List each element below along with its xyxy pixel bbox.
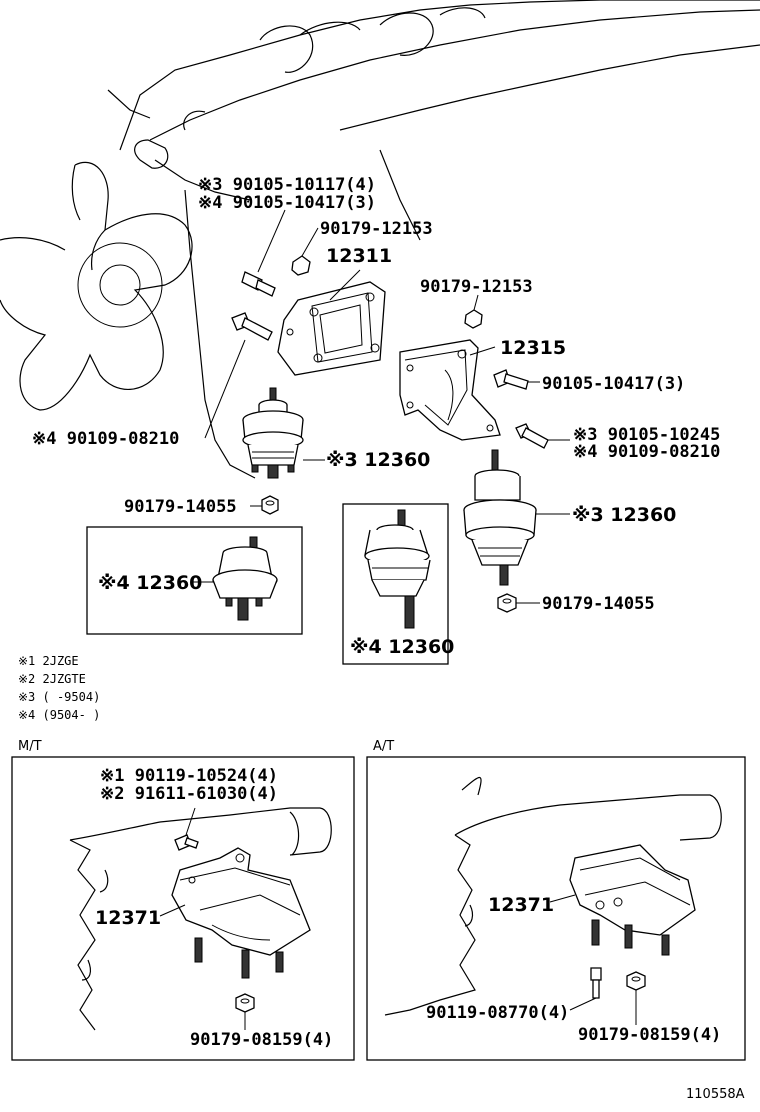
boxed-insulator-center [364,509,431,629]
label-bracket-12315: 12315 [500,337,566,359]
mt-panel [11,756,355,1061]
nut-right-icon [497,593,517,613]
boxed-insulator-left-frame [86,526,303,635]
boxed-insulator-left [212,536,278,621]
label-nut-right: 90179-14055 [542,594,655,614]
mt-label-support: 12371 [95,907,161,929]
nut-upper-left-icon [291,255,311,276]
at-header: A/T [373,739,394,754]
mt-nut-icon [235,993,255,1013]
note-1: ※1 2JZGE [18,654,79,668]
mt-bolt-icon [174,834,199,851]
mt-transmission-outline [69,807,332,1031]
label-boxed-center: ※4 12360 [350,636,454,658]
engine-mount-insulator-right [463,449,537,586]
boxed-insulator-center-frame [342,503,449,665]
label-bracket-12311: 12311 [326,245,392,267]
label-nut-upper-right: 90179-12153 [420,277,533,297]
bolt-right-lower [515,423,549,449]
mt-label-bolt-1: ※1 90119-10524(4) [100,766,278,786]
mt-label-nut: 90179-08159(4) [190,1030,333,1050]
label-insulator-right: ※3 12360 [572,504,676,526]
engine-block-outline [107,0,760,479]
label-boxed-left: ※4 12360 [98,572,202,594]
nut-upper-right-icon [464,309,483,329]
at-label-nut: 90179-08159(4) [578,1025,721,1045]
at-engine-support-12371 [569,844,696,956]
note-2: ※2 2JZGTE [18,672,86,686]
at-label-support: 12371 [488,894,554,916]
at-bolt-icon [590,967,602,999]
note-4: ※4 (9504- ) [18,708,100,722]
label-insulator-left: ※3 12360 [326,449,430,471]
at-panel [366,756,746,1061]
bolt-long-left [231,312,273,341]
label-bolt-right-1: 90105-10417(3) [542,374,685,394]
label-nut-upper-left: 90179-12153 [320,219,433,239]
mt-engine-support-12371 [171,847,311,979]
bolt-right-upper [493,369,529,390]
engine-bracket-12311 [277,281,386,376]
nut-left-icon [261,495,279,515]
at-label-bolt: 90119-08770(4) [426,1003,569,1023]
label-bolt-upper-left-1: ※3 90105-10117(4) [198,175,376,195]
label-bolt-upper-left-2: ※4 90105-10417(3) [198,193,376,213]
label-bolt-right-2a: ※3 90105-10245 [573,425,720,445]
label-bolt-right-2b: ※4 90109-08210 [573,442,720,462]
engine-mount-insulator-left [242,387,304,479]
at-transmission-outline [384,776,722,1016]
mt-header: M/T [18,739,42,754]
note-3: ※3 ( -9504) [18,690,100,704]
at-nut-icon [626,971,646,991]
label-nut-left: 90179-14055 [124,497,237,517]
mt-label-bolt-2: ※2 91611-61030(4) [100,784,278,804]
cooling-fan-outline [0,161,193,411]
figure-id: 110558A [686,1087,745,1102]
engine-bracket-12315 [399,339,501,441]
bolt-upper-left [241,271,276,297]
label-bolt-left-long: ※4 90109-08210 [32,429,179,449]
